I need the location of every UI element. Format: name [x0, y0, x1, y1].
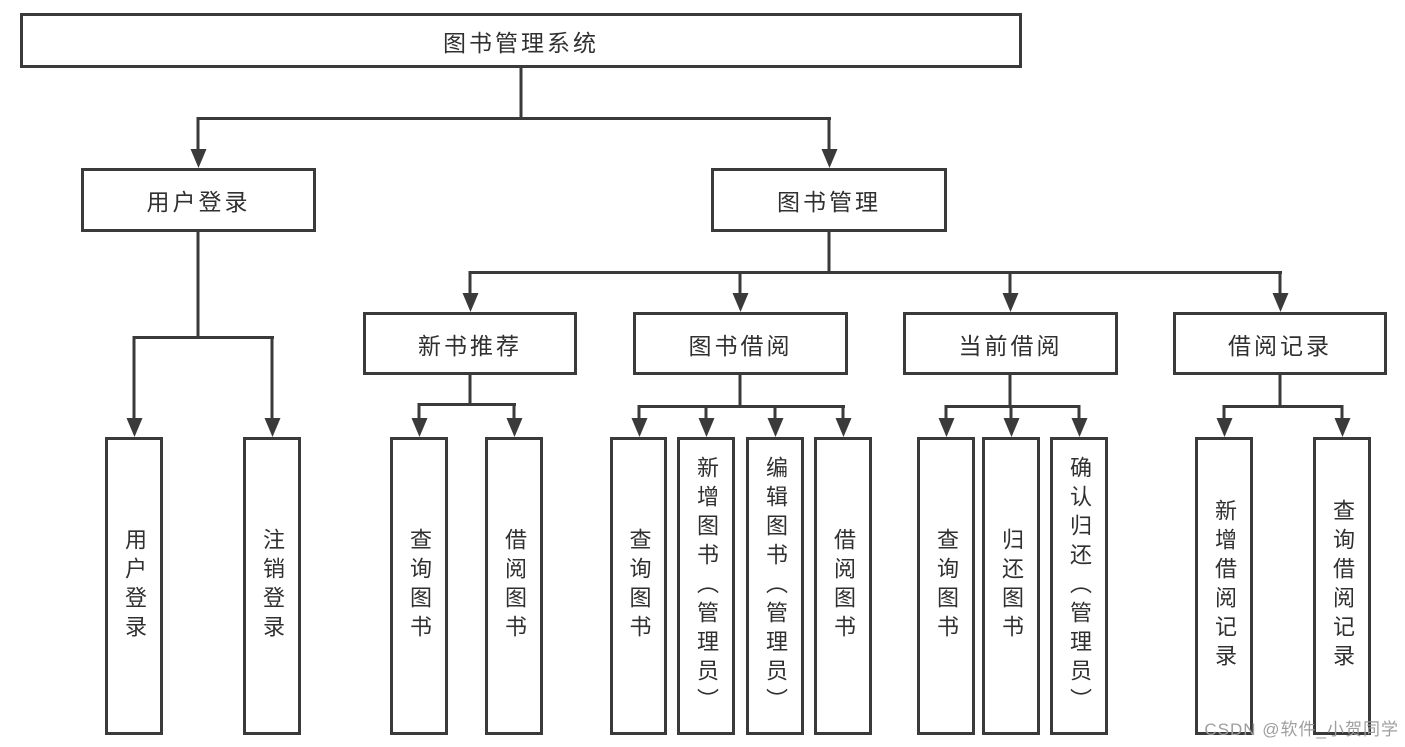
connector-current-borrow-bus	[945, 405, 1080, 408]
leaf-search-book-2: 查询图书	[610, 437, 667, 735]
connector-root-bus	[197, 117, 831, 120]
arrow-to-book-management	[827, 117, 831, 149]
node-book-borrow: 图书借阅	[633, 312, 848, 375]
connector-new-book-stem	[468, 375, 472, 404]
arrow-current-borrow-leaf-2	[1009, 405, 1013, 418]
node-user-login: 用户登录	[81, 168, 316, 232]
arrow-to-current-borrow	[1008, 271, 1012, 293]
arrow-to-book-borrow	[738, 271, 742, 293]
leaf-add-book-admin: 新增图书（管理员）	[677, 437, 735, 735]
connector-book-borrow-bus	[638, 405, 845, 408]
leaf-borrow-book-2: 借阅图书	[814, 437, 872, 735]
leaf-search-book-3: 查询图书	[917, 437, 975, 735]
node-borrow-record: 借阅记录	[1173, 312, 1387, 375]
connector-current-borrow-stem	[1008, 375, 1012, 406]
arrow-book-borrow-leaf-4	[841, 405, 845, 418]
leaf-return-book: 归还图书	[982, 437, 1040, 735]
connector-book-management-stem	[827, 232, 831, 271]
connector-user-login-stem	[196, 232, 200, 336]
arrow-current-borrow-leaf-3	[1077, 405, 1081, 418]
node-new-book-recommend: 新书推荐	[363, 312, 577, 375]
arrow-borrow-record-leaf-1	[1222, 405, 1226, 418]
connector-borrow-record-stem	[1278, 375, 1282, 406]
arrow-to-user-login	[196, 117, 200, 149]
node-current-borrow: 当前借阅	[903, 312, 1118, 375]
watermark: CSDN @软件_小贺同学	[1204, 720, 1399, 739]
arrow-to-logout-leaf	[270, 336, 274, 418]
arrow-borrow-record-leaf-2	[1340, 405, 1344, 418]
connector-new-book-bus	[418, 403, 516, 406]
arrow-book-borrow-leaf-2	[704, 405, 708, 418]
arrow-book-borrow-leaf-1	[637, 405, 641, 418]
connector-root-stem	[519, 68, 523, 119]
leaf-search-book-1: 查询图书	[390, 437, 448, 735]
leaf-logout: 注销登录	[243, 437, 301, 735]
connector-book-management-bus	[469, 271, 1282, 274]
connector-book-borrow-stem	[738, 375, 742, 406]
node-book-management: 图书管理	[711, 168, 947, 232]
arrow-new-book-leaf-1	[417, 403, 421, 418]
node-library-management-system: 图书管理系统	[20, 13, 1022, 68]
connector-borrow-record-bus	[1223, 405, 1343, 408]
arrow-to-user-login-leaf	[132, 336, 136, 418]
leaf-confirm-return-admin: 确认归还（管理员）	[1050, 437, 1108, 735]
leaf-user-login: 用户登录	[105, 437, 163, 735]
leaf-search-borrow-record: 查询借阅记录	[1313, 437, 1371, 735]
connector-user-login-bus	[133, 336, 274, 339]
arrow-new-book-leaf-2	[512, 403, 516, 418]
leaf-edit-book-admin: 编辑图书（管理员）	[746, 437, 804, 735]
leaf-add-borrow-record: 新增借阅记录	[1195, 437, 1253, 735]
leaf-borrow-book-1: 借阅图书	[485, 437, 543, 735]
arrow-to-new-book	[468, 271, 472, 293]
arrow-current-borrow-leaf-1	[944, 405, 948, 418]
arrow-to-borrow-record	[1278, 271, 1282, 293]
arrow-book-borrow-leaf-3	[773, 405, 777, 418]
